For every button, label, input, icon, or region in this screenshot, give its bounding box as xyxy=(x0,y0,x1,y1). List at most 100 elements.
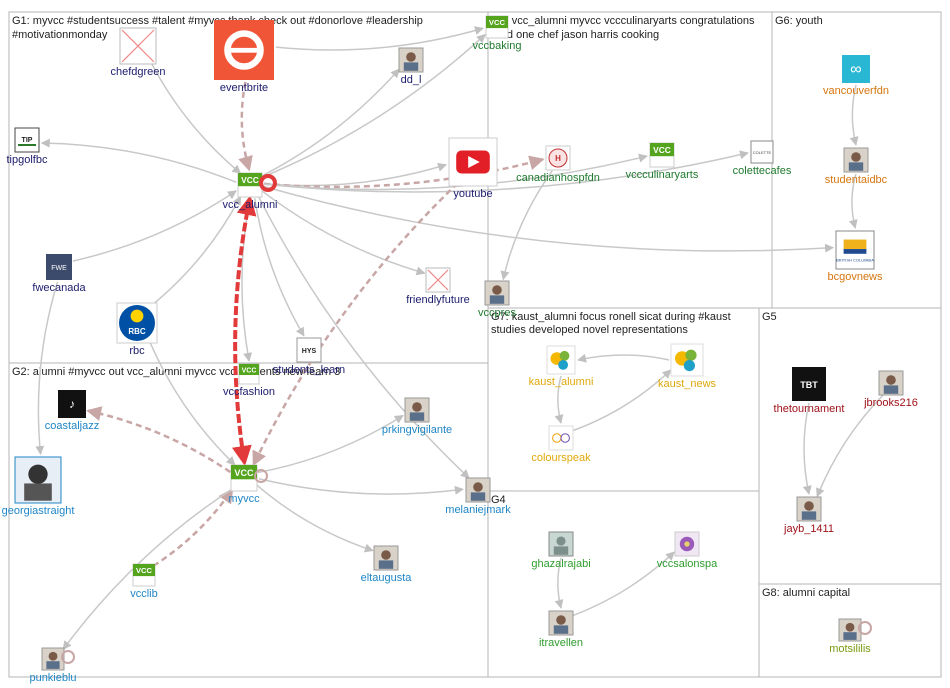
group-title-g4: G4 xyxy=(491,494,506,506)
node-vccsalonspa[interactable]: vccsalonspa xyxy=(657,531,718,570)
avatar-icon xyxy=(843,147,869,173)
node-coastaljazz[interactable]: ♪coastaljazz xyxy=(45,390,99,432)
node-colourspeak[interactable]: colourspeak xyxy=(531,425,591,464)
group-titles: G1: myvcc #studentsuccess #talent #myvcc… xyxy=(12,15,850,599)
vcc-fashion-logo-icon: VCC xyxy=(238,363,260,385)
svg-text:VCC: VCC xyxy=(234,468,254,478)
node-prkingvigilante[interactable]: prkingvigilante xyxy=(382,397,452,436)
node-kaust_alumni[interactable]: kaust_alumni xyxy=(529,345,594,388)
node-melaniejmark[interactable]: melaniejmark xyxy=(445,477,511,516)
node-studentaidbc[interactable]: studentaidbc xyxy=(825,147,888,186)
edge-vancouverfdn-studentaidbc xyxy=(849,84,859,146)
svg-text:VCC: VCC xyxy=(136,566,153,575)
node-label-thetournament: thetournament xyxy=(774,403,845,415)
node-vccpres[interactable]: vccpres xyxy=(478,280,516,319)
avatar-icon xyxy=(878,370,904,396)
edge-vcc_alumni-canadianhospfdn xyxy=(263,155,545,189)
edge-eventbrite-vcc_alumni xyxy=(238,81,253,172)
node-label-ghazalrajabi: ghazalrajabi xyxy=(531,558,590,570)
group-box-g5 xyxy=(758,307,942,585)
node-vccculinaryarts[interactable]: VCC vccculinaryarts xyxy=(626,142,699,181)
avatar-icon xyxy=(465,477,491,503)
node-label-studentaidbc: studentaidbc xyxy=(825,174,888,186)
node-youtube[interactable]: youtube xyxy=(448,137,498,200)
self-loop-vcc_alumni xyxy=(259,174,277,192)
edge-ghazalrajabi-itravellen xyxy=(554,557,564,609)
broken-image-icon xyxy=(425,267,451,293)
edge-colourspeak-kaust_news xyxy=(572,369,672,432)
edge-myvcc-coastaljazz xyxy=(86,406,231,474)
node-label-kaust_news: kaust_news xyxy=(658,378,717,390)
node-jbrooks216[interactable]: jbrooks216 xyxy=(863,370,918,409)
avatar-icon xyxy=(404,397,430,423)
edge-youtube-myvcc xyxy=(252,182,459,467)
svg-text:FWE: FWE xyxy=(51,265,67,272)
edge-myvcc-melaniejmark xyxy=(258,478,464,495)
avatar-icon xyxy=(398,47,424,73)
node-jayb_1411[interactable]: jayb_1411 xyxy=(783,496,834,535)
infinity-logo-icon: ∞ xyxy=(842,55,870,83)
node-label-georgiastraight: georgiastraight xyxy=(2,505,75,517)
node-itravellen[interactable]: itravellen xyxy=(539,610,583,649)
edge-myvcc-punkieblu xyxy=(62,487,234,651)
node-georgiastraight[interactable]: georgiastraight xyxy=(2,456,75,517)
node-label-vccculinaryarts: vccculinaryarts xyxy=(626,169,699,181)
vcc-logo-icon: VCC xyxy=(230,464,258,492)
node-label-jayb_1411: jayb_1411 xyxy=(783,523,834,535)
node-label-eltaugusta: eltaugusta xyxy=(361,572,413,584)
colette-logo-icon: COLETTE xyxy=(750,140,774,164)
group-title-g7-line1: G7: kaust_alumni focus ronell sicat duri… xyxy=(491,311,731,323)
node-ghazalrajabi[interactable]: ghazalrajabi xyxy=(531,531,591,570)
edge-vcc_alumni-hys xyxy=(253,198,305,337)
node-motsililis[interactable]: motsililis xyxy=(829,618,871,655)
node-punkieblu[interactable]: punkieblu xyxy=(29,647,77,684)
edge-eventbrite-vccbaking xyxy=(275,26,484,51)
node-label-kaust_alumni: kaust_alumni xyxy=(529,376,594,388)
group-box-g8 xyxy=(758,583,942,678)
bc-crest-icon: BRITISH COLUMBIA xyxy=(835,230,875,270)
node-vancouverfdn[interactable]: ∞vancouverfdn xyxy=(823,55,889,97)
svg-text:BRITISH COLUMBIA: BRITISH COLUMBIA xyxy=(836,257,874,262)
rbc-logo-icon: RBC xyxy=(116,302,158,344)
edge-rbc-myvcc xyxy=(148,340,236,466)
node-friendlyfuture[interactable]: friendlyfuture xyxy=(406,267,470,306)
avatar-icon xyxy=(796,496,822,522)
eventbrite-logo-icon xyxy=(214,20,274,80)
fwe-logo-icon: FWE xyxy=(46,254,72,280)
avatar-icon xyxy=(548,610,574,636)
node-eltaugusta[interactable]: eltaugusta xyxy=(361,545,413,584)
node-chefdgreen[interactable]: chefdgreen xyxy=(110,27,166,78)
self-loop-motsililis xyxy=(858,621,872,635)
node-dd_l[interactable]: dd_l xyxy=(398,47,424,86)
node-kaust_news[interactable]: kaust_news xyxy=(658,343,717,390)
node-label-vcc_alumni: vcc_alumni xyxy=(222,199,277,211)
node-label-vccsalonspa: vccsalonspa xyxy=(657,558,718,570)
broken-image-icon xyxy=(119,27,157,65)
node-eventbrite[interactable]: eventbrite xyxy=(214,20,274,94)
node-bcgovnews[interactable]: BRITISH COLUMBIA bcgovnews xyxy=(827,230,883,283)
svg-text:VCC: VCC xyxy=(653,145,671,155)
svg-text:RBC: RBC xyxy=(128,327,146,336)
svg-text:TIP: TIP xyxy=(22,137,33,144)
group-title-g3-line1: G3: vcc_alumni myvcc vccculinaryarts con… xyxy=(491,15,755,27)
vcc-logo-icon: VCC xyxy=(485,15,509,39)
youtube-logo-icon xyxy=(448,137,498,187)
kaust-logo-icon xyxy=(546,345,576,375)
edge-myvcc-prkingvigilante xyxy=(257,414,404,474)
svg-text:HYS: HYS xyxy=(302,348,317,355)
edge-vcc_alumni-friendlyfuture xyxy=(262,190,426,276)
group-title-g6: G6: youth xyxy=(775,15,823,27)
node-label-bcgovnews: bcgovnews xyxy=(827,271,883,283)
